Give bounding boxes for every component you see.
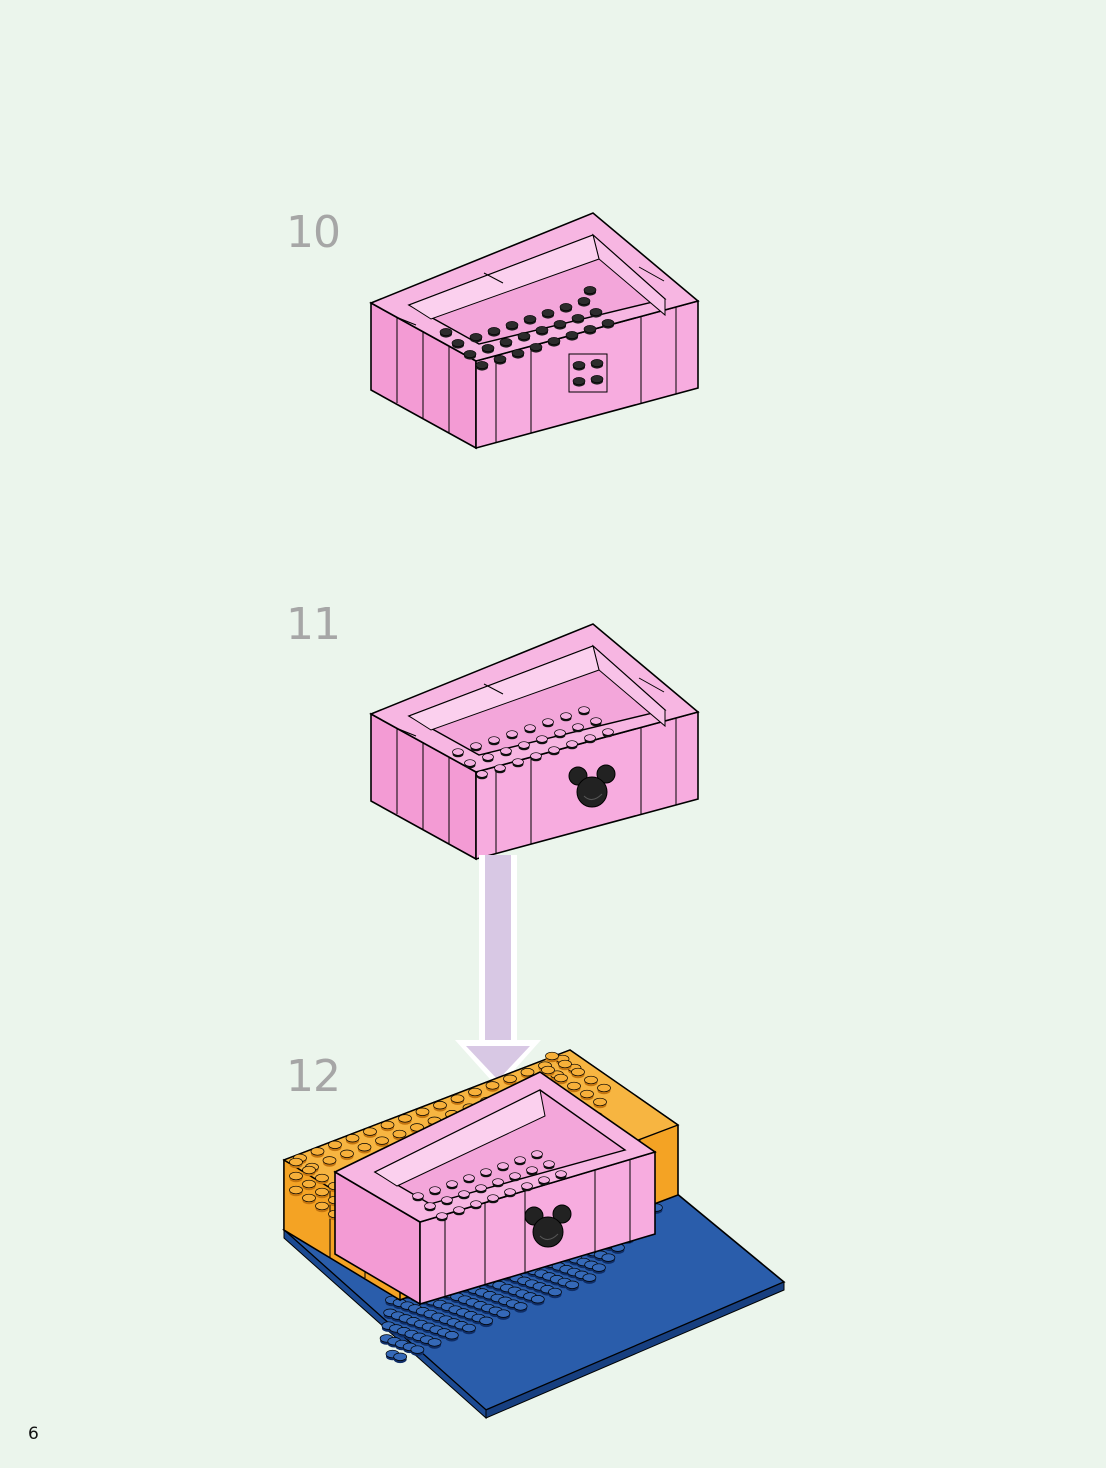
orange-stud [485,1081,500,1093]
baseplate-stud [479,1316,494,1328]
orange-stud [315,1201,329,1213]
orange-stud [468,1087,482,1099]
orange-stud [310,1147,325,1159]
pink-stud [487,1194,499,1204]
orange-stud [302,1165,316,1177]
pink-stud [446,1180,458,1190]
baseplate-stud [462,1323,476,1335]
baseplate-stud [444,1331,459,1342]
pink-stud [436,1212,448,1222]
orange-stud [302,1193,316,1205]
orange-stud [580,1089,594,1101]
pink-stud [463,1174,475,1184]
pink-stud [412,1192,424,1202]
orange-stud [345,1134,360,1145]
pink-stud [526,1166,538,1176]
pink-stud [458,1190,470,1200]
orange-stud [289,1171,303,1183]
pink-stud [492,1178,504,1188]
orange-stud [545,1051,559,1063]
page-number: 6 [28,1424,39,1444]
orange-stud [597,1083,611,1095]
step-11-illustration [370,623,699,860]
baseplate-stud [496,1309,511,1321]
orange-stud [593,1097,607,1109]
orange-stud [328,1140,342,1152]
orange-stud [433,1101,447,1112]
step-number-10: 10 [286,207,341,258]
baseplate-stud [582,1273,597,1285]
orange-stud [357,1143,372,1154]
pink-stud [475,1184,487,1194]
orange-stud [584,1075,598,1087]
pink-stud [538,1176,550,1186]
step-10-illustration [370,212,699,449]
pink-stud [531,1150,543,1160]
pink-stud [543,1160,555,1170]
baseplate-stud [393,1352,408,1364]
orange-stud [340,1149,354,1161]
pink-stud [504,1188,516,1198]
pink-stud [497,1162,509,1172]
pink-stud [555,1170,567,1180]
pink-stud [429,1186,441,1196]
orange-stud [302,1179,316,1191]
pink-stud [470,1200,482,1210]
orange-stud [571,1067,585,1079]
step-number-12: 12 [286,1051,341,1102]
baseplate-stud [530,1295,545,1306]
orange-stud [450,1094,465,1106]
baseplate-stud [410,1345,425,1357]
pink-stud [509,1172,521,1182]
orange-stud [289,1157,303,1169]
baseplate-stud [548,1287,562,1299]
baseplate-stud [601,1253,616,1265]
baseplate-stud [427,1338,442,1350]
baseplate-stud [513,1302,528,1314]
orange-stud [380,1120,395,1132]
step-number-11: 11 [286,599,341,650]
orange-stud [289,1185,303,1197]
down-arrow-icon [455,855,541,1088]
orange-stud [375,1136,389,1148]
orange-stud [398,1114,412,1126]
orange-stud [315,1187,329,1199]
pink-stud [424,1202,436,1212]
baseplate-stud [592,1263,606,1275]
orange-stud [315,1173,329,1185]
pink-stud [453,1206,465,1216]
orange-stud [363,1127,377,1139]
pink-stud [521,1182,533,1192]
orange-stud [567,1081,581,1093]
pink-stud [514,1156,526,1166]
orange-stud [322,1156,337,1168]
baseplate-stud [565,1280,580,1292]
orange-stud [415,1107,430,1119]
pink-stud [480,1168,492,1178]
orange-stud [558,1059,572,1071]
pink-stud [441,1196,453,1206]
